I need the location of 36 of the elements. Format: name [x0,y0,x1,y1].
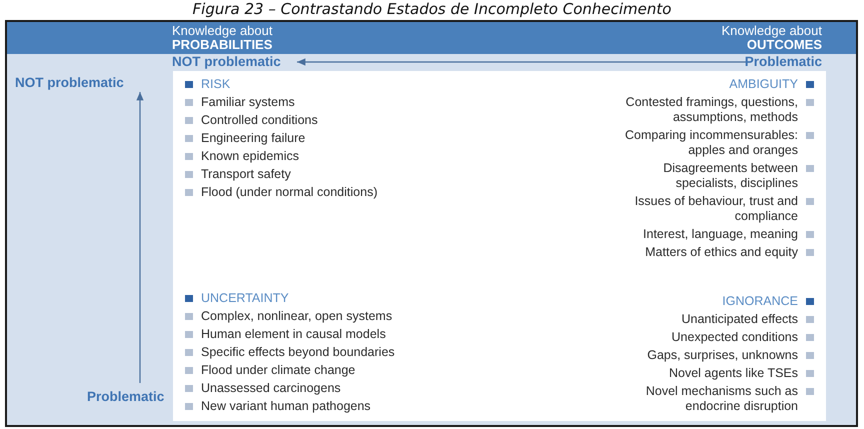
list-item: Matters of ethics and equity [645,245,798,260]
list-item: Comparing incommensurables: apples and oranges [624,128,798,158]
axis-label: NOT problematic [15,75,124,90]
list-item: Interest, language, meaning [643,227,798,242]
list-item: Familiar systems [201,95,295,110]
list-item: Unexpected conditions [672,330,798,345]
list-item: Gaps, surprises, unknowns [647,348,798,363]
axis-label: NOT problematic [172,54,281,69]
list-item: Disagreements between specialists, disciplines [662,161,798,191]
category-heading: UNCERTAINTY [201,291,289,306]
figure-title: Figura 23 – Contrastando Estados de Incompleto Conhecimento [192,1,672,18]
list-item: Controlled conditions [201,113,318,128]
list-item: Flood (under normal conditions) [201,185,378,200]
list-item: Issues of behaviour, trust and compliance [634,194,798,224]
header-band [7,22,856,54]
content-panel [173,71,826,421]
axis-label: Problematic [87,389,164,404]
list-item: Contested framings, questions, assumptions, methods [624,95,798,125]
list-item: Specific effects beyond boundaries [201,345,395,360]
list-item: Novel agents like TSEs [669,366,798,381]
category-heading: IGNORANCE [722,294,798,309]
category-heading: RISK [201,77,230,92]
list-item: Human element in causal models [201,327,386,342]
list-item: Transport safety [201,167,291,182]
category-heading: AMBIGUITY [729,77,798,92]
column-heading: Knowledge about OUTCOMES [720,24,822,52]
list-item: Unassessed carcinogens [201,381,341,396]
list-item: New variant human pathogens [201,399,371,414]
list-item: Flood under climate change [201,363,356,378]
list-item: Novel mechanisms such as endocrine disruption [644,384,798,414]
list-item: Unanticipated effects [681,312,798,327]
list-item: Known epidemics [201,149,299,164]
column-heading: Knowledge about PROBABILITIES [172,24,274,52]
axis-label: Problematic [744,54,822,69]
list-item: Engineering failure [201,131,306,146]
list-item: Complex, nonlinear, open systems [201,309,392,324]
